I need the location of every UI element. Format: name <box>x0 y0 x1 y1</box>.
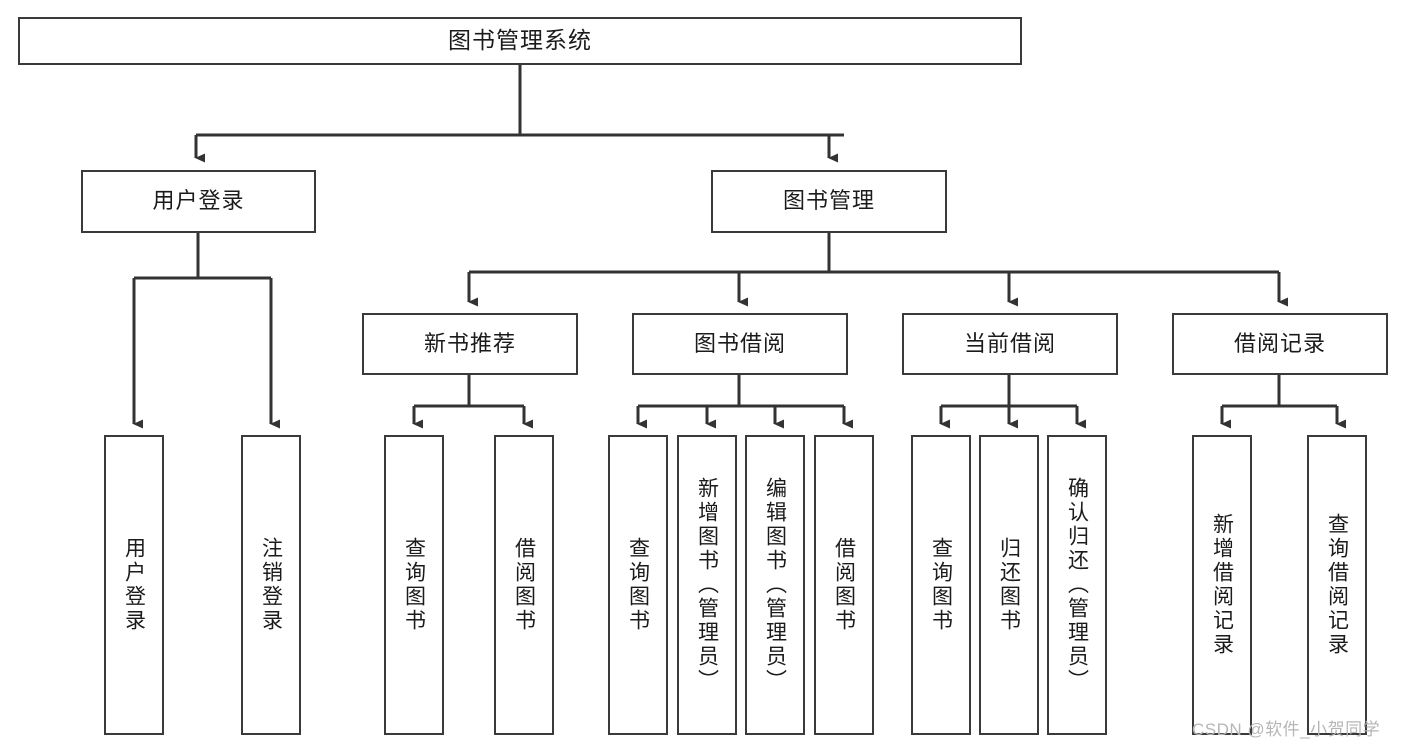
node-root-label: 图书管理系统 <box>448 27 592 54</box>
node-leaf-borrow-book-1-label: 借阅图书 <box>512 537 536 633</box>
node-book-manage-label: 图书管理 <box>782 188 875 214</box>
node-leaf-return-book[interactable]: 归还图书 <box>979 435 1039 735</box>
node-leaf-borrow-book-1[interactable]: 借阅图书 <box>494 435 554 735</box>
node-user-login-label: 用户登录 <box>152 188 245 214</box>
node-book-borrow-label: 图书借阅 <box>693 330 786 356</box>
node-user-login[interactable]: 用户登录 <box>81 170 316 233</box>
node-leaf-add-record[interactable]: 新增借阅记录 <box>1192 435 1252 735</box>
node-root[interactable]: 图书管理系统 <box>18 17 1022 65</box>
node-leaf-logout[interactable]: 注销登录 <box>241 435 301 735</box>
watermark: CSDN @软件_小贺同学 <box>1192 720 1381 739</box>
node-leaf-query-book-2-label: 查询图书 <box>626 537 650 633</box>
node-leaf-confirm-return-label: 确认归还（管理员） <box>1065 477 1089 693</box>
node-book-manage[interactable]: 图书管理 <box>711 170 947 233</box>
node-borrow-record-label: 借阅记录 <box>1233 330 1326 356</box>
node-leaf-user-login[interactable]: 用户登录 <box>104 435 164 735</box>
node-current-borrow[interactable]: 当前借阅 <box>902 313 1118 375</box>
node-leaf-add-record-label: 新增借阅记录 <box>1210 513 1234 657</box>
node-leaf-confirm-return[interactable]: 确认归还（管理员） <box>1047 435 1107 735</box>
node-leaf-query-book-1-label: 查询图书 <box>402 537 426 633</box>
node-leaf-query-book-1[interactable]: 查询图书 <box>384 435 444 735</box>
node-new-book-rec[interactable]: 新书推荐 <box>362 313 578 375</box>
node-leaf-query-record-label: 查询借阅记录 <box>1325 513 1349 657</box>
node-leaf-edit-book-label: 编辑图书（管理员） <box>763 477 787 693</box>
node-leaf-add-book-label: 新增图书（管理员） <box>695 477 719 693</box>
node-leaf-query-book-3[interactable]: 查询图书 <box>911 435 971 735</box>
node-leaf-return-book-label: 归还图书 <box>997 537 1021 633</box>
node-new-book-rec-label: 新书推荐 <box>423 330 516 356</box>
node-current-borrow-label: 当前借阅 <box>963 330 1056 356</box>
node-leaf-borrow-book-2-label: 借阅图书 <box>832 537 856 633</box>
node-leaf-query-book-3-label: 查询图书 <box>929 537 953 633</box>
node-leaf-add-book[interactable]: 新增图书（管理员） <box>677 435 737 735</box>
node-book-borrow[interactable]: 图书借阅 <box>632 313 848 375</box>
node-leaf-user-login-label: 用户登录 <box>122 537 146 633</box>
node-leaf-logout-label: 注销登录 <box>259 537 283 633</box>
node-leaf-borrow-book-2[interactable]: 借阅图书 <box>814 435 874 735</box>
node-leaf-query-book-2[interactable]: 查询图书 <box>608 435 668 735</box>
node-leaf-edit-book[interactable]: 编辑图书（管理员） <box>745 435 805 735</box>
node-leaf-query-record[interactable]: 查询借阅记录 <box>1307 435 1367 735</box>
node-borrow-record[interactable]: 借阅记录 <box>1172 313 1388 375</box>
